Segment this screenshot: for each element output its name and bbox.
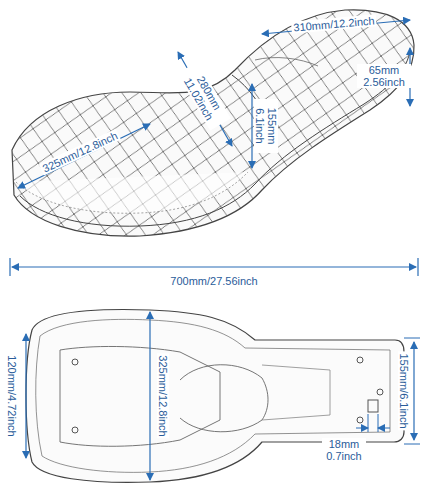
dimension-label: 120mm/4.72inch — [6, 353, 18, 438]
dimension-label: 65mm 2.56inch — [357, 64, 411, 88]
dimension-label: 325mm/12.8inch — [157, 353, 169, 438]
dimension-label: 155mm/6.1inch — [398, 351, 410, 430]
dimension-label: 700mm/27.56inch — [168, 275, 259, 287]
dimension-label: 18mm 0.7inch — [322, 438, 366, 462]
dimension-label: 155mm 6.1inch — [254, 99, 278, 153]
